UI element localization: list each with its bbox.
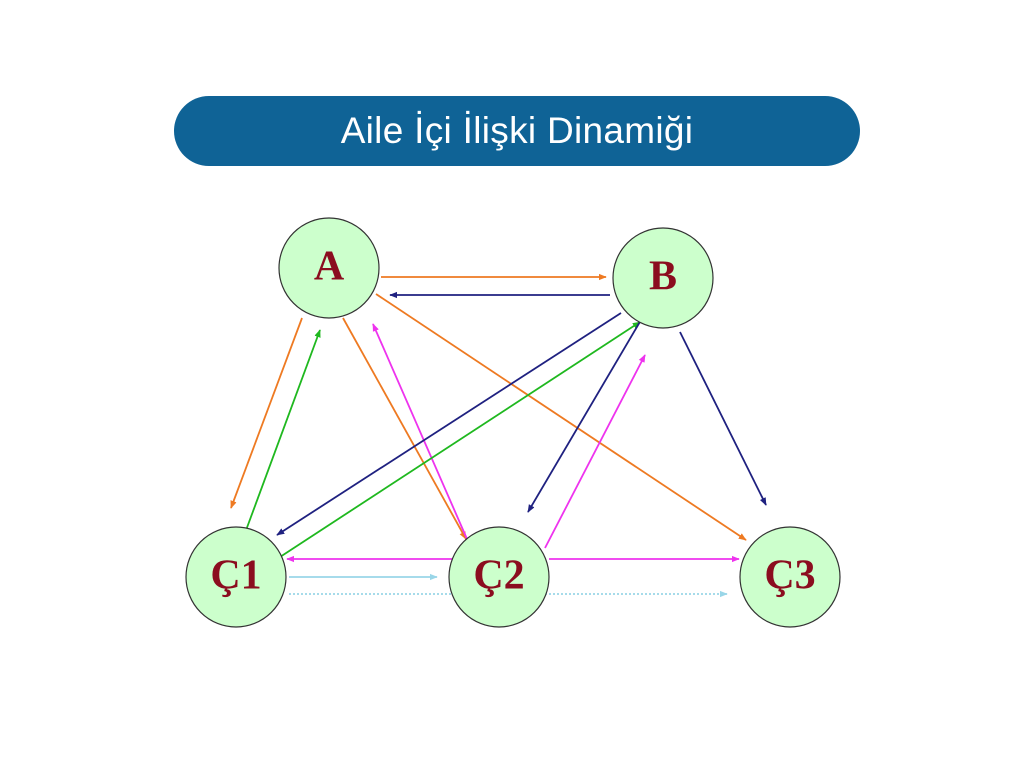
node-a: A — [278, 217, 380, 319]
edge-c1-to-a — [244, 329, 321, 534]
nodes: A B Ç1 Ç2 Ç3 — [185, 217, 841, 628]
edge-c2-to-a — [372, 323, 468, 540]
title-banner: Aile İçi İlişki Dinamiği — [174, 96, 860, 166]
edge-b-to-c1 — [276, 312, 622, 536]
edge-a-to-c2 — [342, 317, 467, 540]
node-label: Ç2 — [473, 553, 524, 599]
edge-a-to-c1 — [230, 317, 303, 509]
node-circle — [612, 227, 714, 329]
node-label: A — [314, 244, 345, 290]
node-b: B — [612, 227, 714, 329]
edge-c1-to-b — [279, 321, 641, 558]
edge-c2-to-b — [544, 354, 646, 549]
slide-title: Aile İçi İlişki Dinamiği — [340, 110, 694, 151]
node-circle — [448, 526, 550, 628]
edge-b-to-c2 — [527, 319, 642, 513]
node-label: Ç1 — [210, 553, 261, 599]
node-c1: Ç1 — [185, 526, 287, 628]
edge-a-to-c3 — [375, 293, 747, 541]
edges — [230, 273, 767, 598]
node-label: Ç3 — [764, 553, 815, 599]
node-circle — [185, 526, 287, 628]
edge-b-to-c3 — [679, 331, 767, 506]
node-c3: Ç3 — [739, 526, 841, 628]
node-circle — [739, 526, 841, 628]
node-c2: Ç2 — [448, 526, 550, 628]
node-label: B — [649, 254, 677, 300]
node-circle — [278, 217, 380, 319]
